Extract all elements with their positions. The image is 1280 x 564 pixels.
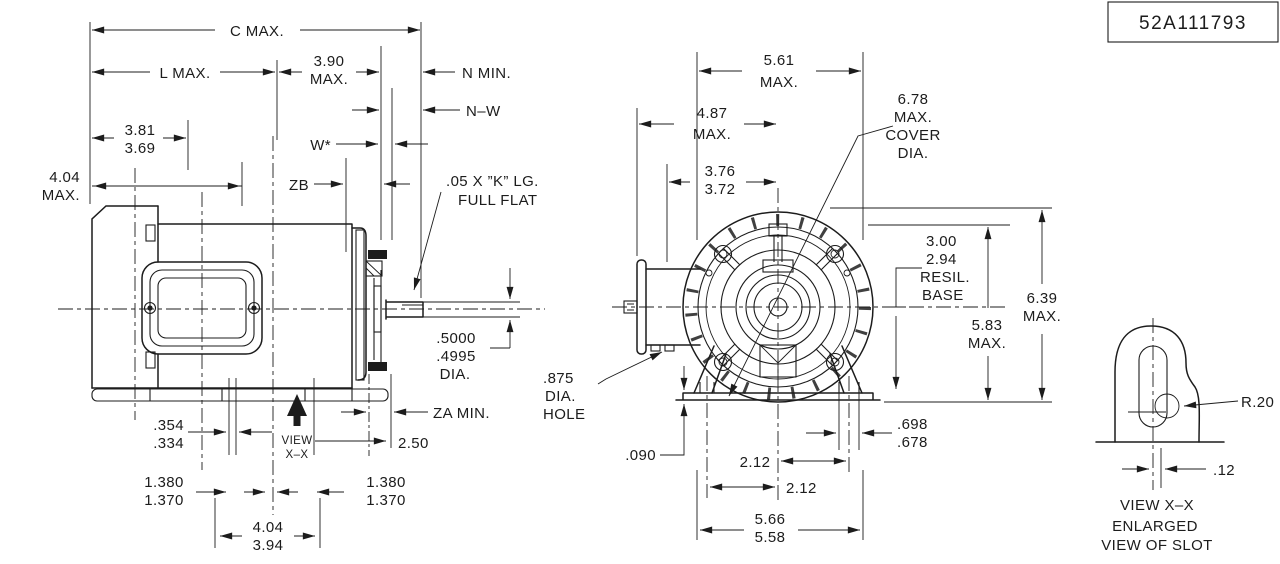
- slot-outer-profile: [1114, 325, 1201, 443]
- title-block: 52A111793: [1107, 1, 1279, 43]
- dim-566: 5.66: [755, 511, 786, 528]
- side-view-labels: C MAX. L MAX. 3.90 MAX. N MIN. N–W 3.81 …: [42, 23, 539, 554]
- dim-090: .090: [625, 447, 656, 464]
- dim-za-min: ZA MIN.: [433, 405, 490, 422]
- front-view-labels: 5.61 MAX. 4.87 MAX. 3.76 3.72 6.78 MAX. …: [543, 52, 1061, 546]
- dim-487: 4.87: [697, 105, 728, 122]
- dim-212-right: 2.12: [740, 454, 771, 471]
- front-view-motor: [612, 188, 1008, 500]
- dim-shaft-dia-1: .5000: [436, 330, 476, 347]
- note-hole-3: HOLE: [543, 406, 585, 423]
- slot-opening: [1138, 345, 1168, 428]
- shaft: [385, 299, 520, 320]
- slot-view: R.20 .12 VIEW X–X ENLARGED VIEW OF SLOT: [1095, 318, 1274, 554]
- dim-212-left: 2.12: [786, 480, 817, 497]
- view-xx-label-1: VIEW: [282, 435, 313, 447]
- dim-354: .354: [153, 417, 184, 434]
- dim-c-max: C MAX.: [230, 23, 284, 40]
- dim-shaft-dia-2: .4995: [436, 348, 476, 365]
- dim-390-max: MAX.: [310, 71, 348, 88]
- dim-404-2: 3.94: [253, 537, 284, 554]
- dim-1380-left-2: 1.370: [144, 492, 184, 509]
- dim-1380-right-2: 1.370: [366, 492, 406, 509]
- dim-487-max: MAX.: [693, 126, 731, 143]
- title-block-border: [1107, 1, 1279, 43]
- dim-334: .334: [153, 435, 184, 452]
- dim-1380-left-1: 1.380: [144, 474, 184, 491]
- dim-1380-right-1: 1.380: [366, 474, 406, 491]
- note-cover-3: COVER: [885, 127, 940, 144]
- dim-n-w: N–W: [466, 103, 501, 120]
- slot-caption-3: VIEW OF SLOT: [1101, 537, 1212, 554]
- note-resil-3: RESIL.: [920, 269, 970, 286]
- dim-376: 3.76: [705, 163, 736, 180]
- front-view-dimensions: [597, 67, 1046, 534]
- dim-583-max: MAX.: [968, 335, 1006, 352]
- dim-381: 3.81: [125, 122, 156, 139]
- dim-561-max: MAX.: [760, 74, 798, 91]
- dim-12: .12: [1213, 462, 1235, 479]
- dim-372: 3.72: [705, 181, 736, 198]
- dim-404max: 4.04: [49, 169, 80, 186]
- dim-698: .698: [897, 416, 928, 433]
- dim-w-star: W*: [310, 137, 331, 154]
- view-xx-label-2: X–X: [286, 449, 309, 461]
- note-cover-1: 6.78: [898, 91, 929, 108]
- note-cover-2: MAX.: [894, 109, 932, 126]
- dim-678: .678: [897, 434, 928, 451]
- resilient-base-strip: [91, 388, 389, 402]
- end-bell-hardware: [355, 229, 387, 381]
- side-view-motor-body: [58, 136, 545, 515]
- dim-558: 5.58: [755, 529, 786, 546]
- part-number: 52A111793: [1139, 13, 1247, 34]
- view-xx-pointer-arrow: [287, 394, 307, 426]
- note-resil-2: 2.94: [926, 251, 957, 268]
- slot-radius-circle: [1154, 393, 1180, 419]
- note-flat-1: .05 X ”K” LG.: [446, 173, 539, 190]
- dim-404-1: 4.04: [253, 519, 284, 536]
- dim-583: 5.83: [972, 317, 1003, 334]
- front-view-extension-lines: [636, 52, 1052, 540]
- note-hole-2: DIA.: [545, 388, 576, 405]
- side-view-extension-lines: [89, 22, 422, 548]
- dim-390: 3.90: [314, 53, 345, 70]
- note-resil-4: BASE: [922, 287, 964, 304]
- dim-561: 5.61: [764, 52, 795, 69]
- dim-r20: R.20: [1241, 394, 1274, 411]
- dim-404max-2: MAX.: [42, 187, 80, 204]
- dim-zb: ZB: [289, 177, 309, 194]
- note-hole-1: .875: [543, 370, 574, 387]
- dim-shaft-dia-3: DIA.: [440, 366, 471, 383]
- cover-bolts: [705, 244, 851, 372]
- outer-shell-circle: [682, 211, 874, 403]
- side-view-dimensions: [92, 26, 514, 540]
- dim-250: 2.50: [398, 435, 429, 452]
- note-flat-2: FULL FLAT: [458, 192, 537, 209]
- slot-caption-1: VIEW X–X: [1120, 497, 1194, 514]
- dim-639-max: MAX.: [1023, 308, 1061, 325]
- dim-l-max: L MAX.: [159, 65, 210, 82]
- dim-369: 3.69: [125, 140, 156, 157]
- slot-caption-2: ENLARGED: [1112, 518, 1198, 535]
- note-resil-1: 3.00: [926, 233, 957, 250]
- dim-639: 6.39: [1027, 290, 1058, 307]
- dim-n-min: N MIN.: [462, 65, 511, 82]
- note-cover-4: DIA.: [898, 145, 929, 162]
